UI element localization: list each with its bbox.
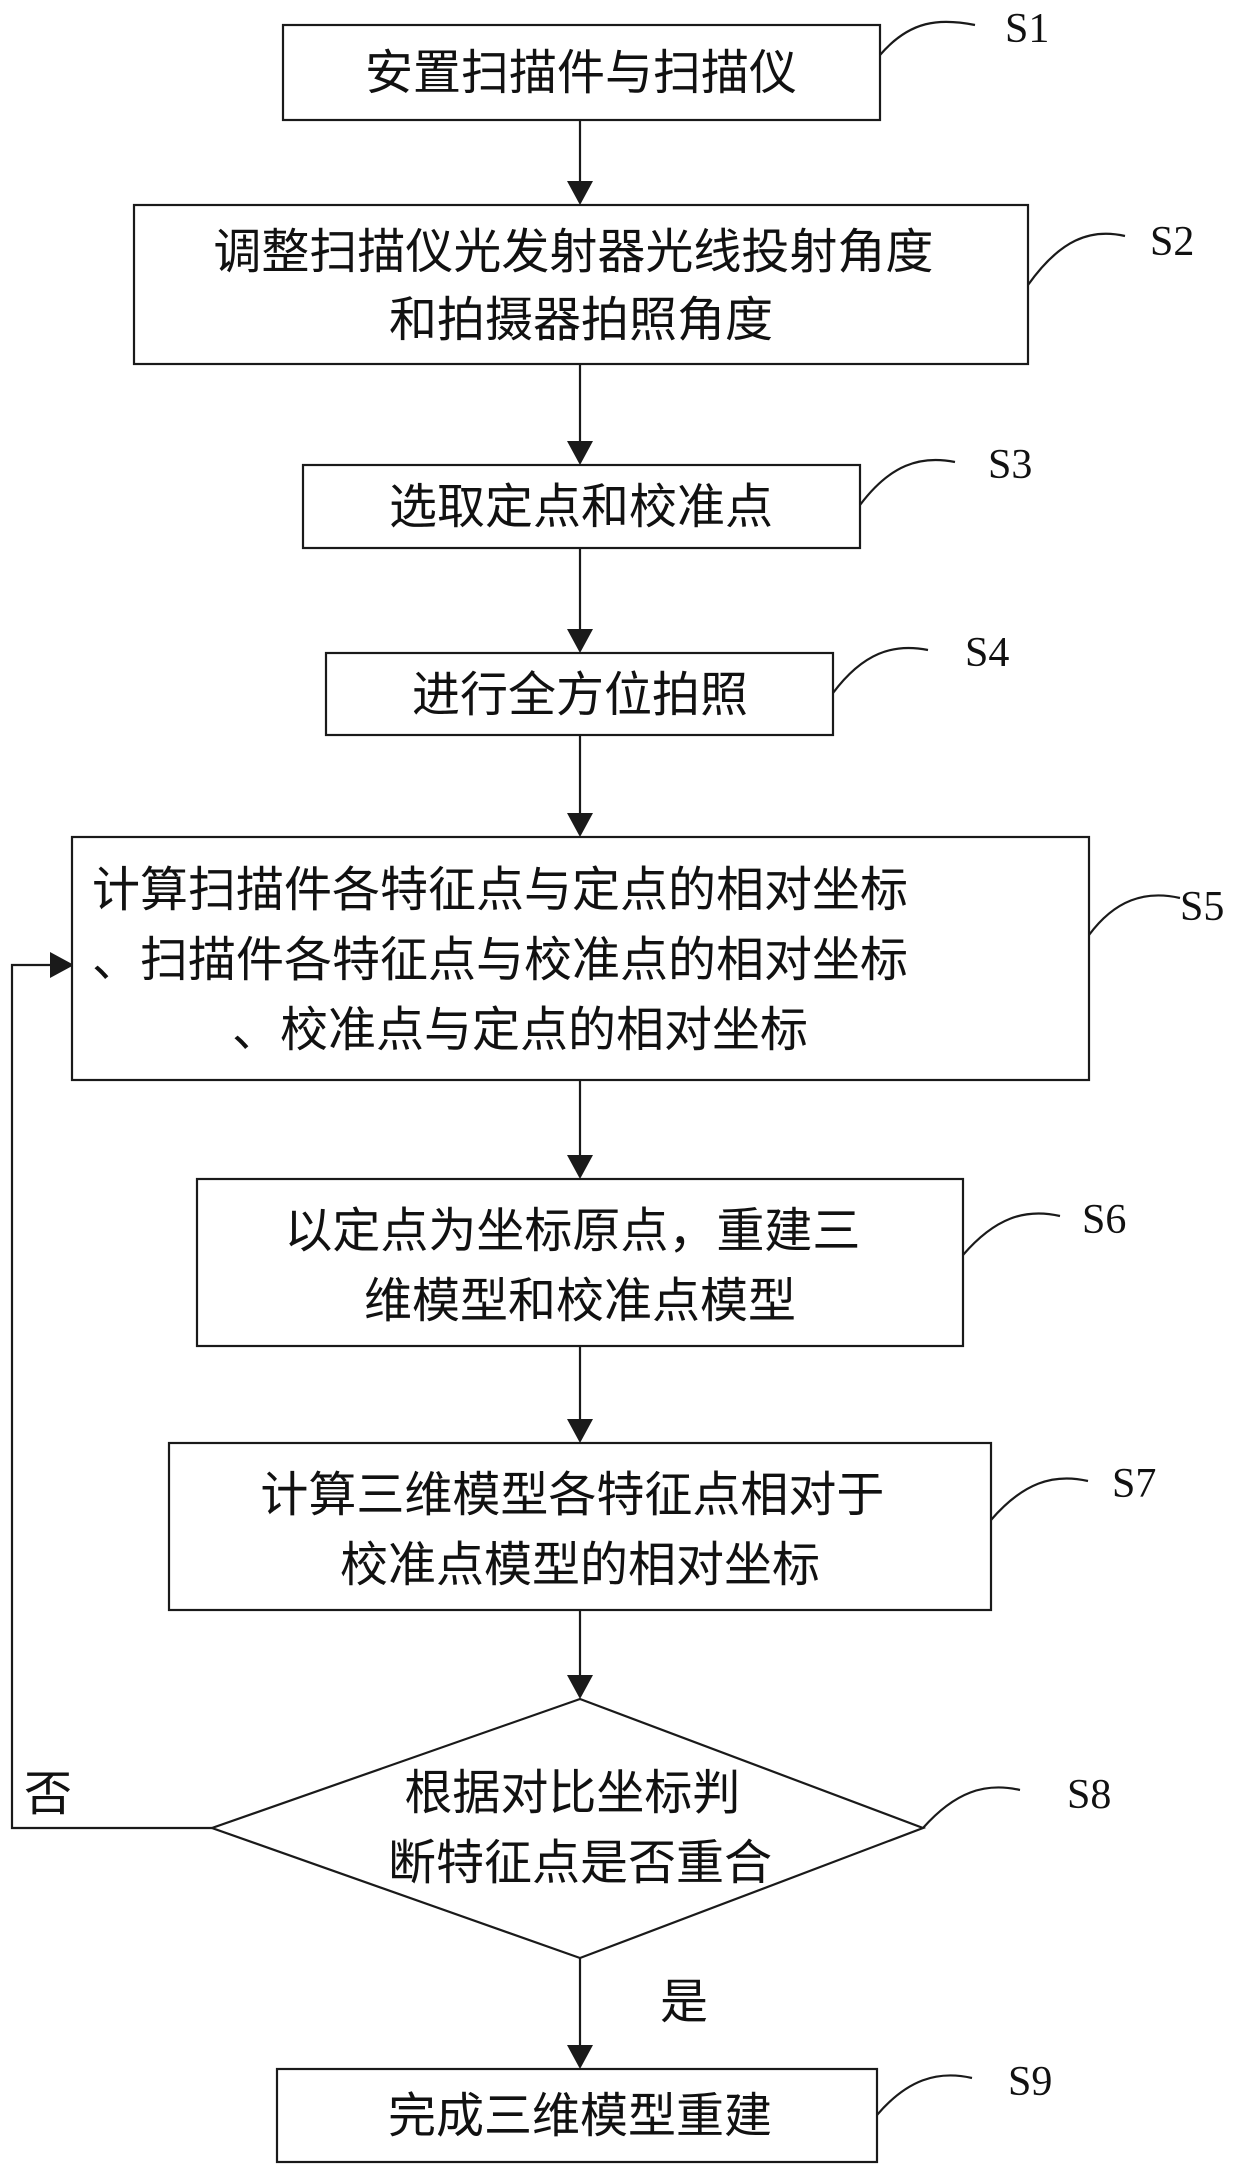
step-label-s1: S1 [1005,6,1049,52]
step-s4-text: 进行全方位拍照 [412,667,748,723]
branch-label-no: 否 [24,1766,72,1822]
leader-s7 [991,1478,1088,1520]
step-label-s9: S9 [1008,2059,1052,2105]
step-s5-line-1: 计算扫描件各特征点与定点的相对坐标 [92,862,908,918]
leader-s8 [923,1787,1020,1828]
arrowhead-s5 [567,813,593,837]
step-s7-line-2: 校准点模型的相对坐标 [340,1537,820,1593]
arrowhead-s2 [567,181,593,205]
step-label-s7: S7 [1112,1461,1156,1507]
step-label-s8: S8 [1067,1772,1111,1818]
step-s8-line-2: 断特征点是否重合 [388,1835,772,1891]
leader-s6 [963,1213,1060,1255]
arrowhead-s3 [567,441,593,465]
leader-s4 [833,648,928,693]
step-label-s3: S3 [988,442,1032,488]
step-s8-diamond [212,1699,923,1958]
step-s2-line-1: 调整扫描仪光发射器光线投射角度 [213,224,933,280]
arrowhead-s8 [567,1675,593,1699]
leader-s1 [880,22,975,55]
arrowhead-feedback [50,952,74,978]
arrowhead-s9 [567,2045,593,2069]
branch-label-yes: 是 [660,1974,708,2030]
step-label-s6: S6 [1082,1197,1126,1243]
leader-s2 [1028,234,1125,285]
feedback-loop-no [12,965,212,1828]
step-s3-text: 选取定点和校准点 [389,479,773,535]
leader-s3 [860,460,955,505]
step-s1-line-1: 安置扫描件与扫描仪 [365,45,797,101]
arrowhead-s6 [567,1155,593,1179]
step-s6-line-1: 以定点为坐标原点，重建三 [284,1203,860,1259]
step-s8-line-1: 根据对比坐标判 [404,1765,740,1821]
step-s9-text: 完成三维模型重建 [388,2088,772,2144]
arrowhead-s7 [567,1419,593,1443]
step-label-s2: S2 [1150,219,1194,265]
step-label-s4: S4 [965,630,1009,676]
step-s9-line-1: 完成三维模型重建 [388,2088,772,2144]
step-label-s5: S5 [1180,884,1224,930]
step-s4-line-1: 进行全方位拍照 [412,667,748,723]
step-s3-line-1: 选取定点和校准点 [389,479,773,535]
step-s5-line-3: 、校准点与定点的相对坐标 [232,1002,808,1058]
step-s2-line-2: 和拍摄器拍照角度 [389,292,773,348]
step-s5-line-2: 、扫描件各特征点与校准点的相对坐标 [92,932,908,988]
leader-s5 [1089,895,1180,935]
step-s7-line-1: 计算三维模型各特征点相对于 [260,1467,884,1523]
arrowhead-s4 [567,629,593,653]
step-s1-text: 安置扫描件与扫描仪 [365,45,797,101]
leader-s9 [877,2075,972,2115]
step-s6-line-2: 维模型和校准点模型 [364,1273,796,1329]
